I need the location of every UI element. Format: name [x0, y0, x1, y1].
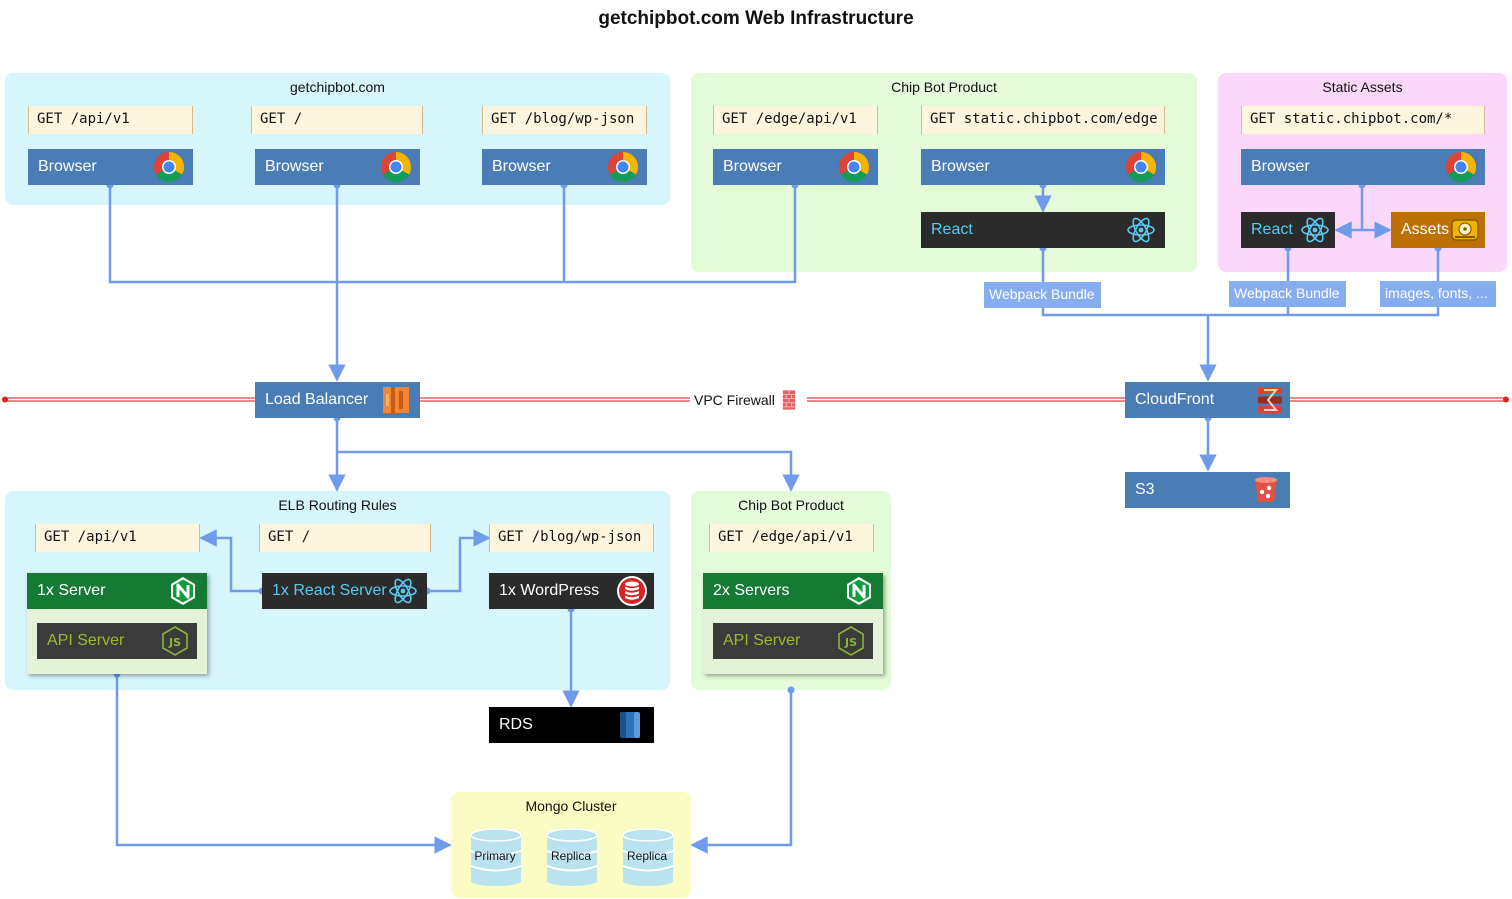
server-1x-node: 1x Server [27, 573, 207, 609]
aws-rds-icon [614, 709, 646, 741]
react-edge-node: React [921, 212, 1165, 248]
browser-root-node: Browser [255, 149, 420, 185]
react-icon [1125, 214, 1157, 246]
group-label-chipbot-product-bottom: Chip Bot Product [738, 497, 844, 513]
route-static-edge: GET static.chipbot.com/edge [921, 106, 1165, 134]
chrome-icon [380, 151, 412, 183]
hard-drive-icon [1449, 214, 1481, 246]
nodejs-icon [159, 625, 191, 657]
browser-static-edge-node: Browser [921, 149, 1165, 185]
wordpress-node: 1x WordPress [489, 573, 654, 609]
rds-node: RDS [489, 707, 654, 743]
react-static-node: React [1241, 212, 1335, 248]
cloudfront-node: CloudFront [1125, 382, 1290, 418]
nginx-icon [843, 575, 875, 607]
nodejs-icon [835, 625, 867, 657]
route-edge-top: GET /edge/api/v1 [713, 106, 878, 134]
mongo-replica-1-db-icon [546, 828, 598, 886]
api-server-2x: API Server [713, 623, 873, 659]
chrome-icon [1445, 151, 1477, 183]
mongo-primary-label: Primary [474, 849, 516, 863]
load-balancer-label: Load Balancer [265, 391, 369, 408]
chrome-icon [153, 151, 185, 183]
aws-cloudfront-icon [1254, 384, 1286, 416]
servers-2x-node: 2x Servers [703, 573, 883, 609]
route-edge-bottom: GET /edge/api/v1 [709, 524, 874, 552]
vpc-firewall-line [5, 397, 1506, 402]
webpack-bundle-tag-1: Webpack Bundle [984, 282, 1101, 308]
route-blog-elb: GET /blog/wp-json [489, 524, 654, 552]
browser-edge-label: Browser [723, 158, 782, 175]
database-icon [616, 575, 648, 607]
route-blog-top: GET /blog/wp-json [482, 106, 647, 134]
route-root-elb: GET / [259, 524, 431, 552]
s3-node: S3 [1125, 472, 1290, 508]
chrome-icon [607, 151, 639, 183]
mongo-replica-2-label: Replica [626, 849, 668, 863]
webpack-bundle-tag-2: Webpack Bundle [1229, 281, 1346, 307]
mongo-replica-1-label: Replica [550, 849, 592, 863]
assets-label: Assets [1401, 221, 1450, 238]
browser-static-node: Browser [1241, 149, 1485, 185]
browser-static-label: Browser [1251, 158, 1310, 175]
react-icon [1299, 214, 1331, 246]
aws-elb-icon [380, 384, 412, 416]
react-server-label: 1x React Server [272, 582, 387, 599]
api-server-2x-label: API Server [723, 632, 801, 649]
react-icon [387, 575, 419, 607]
vpc-firewall-label: VPC Firewall [694, 392, 775, 408]
mongo-databases [470, 828, 674, 886]
nginx-icon [167, 575, 199, 607]
route-root-top: GET / [251, 106, 423, 134]
diagram-title: getchipbot.com Web Infrastructure [598, 8, 914, 29]
chrome-icon [838, 151, 870, 183]
images-fonts-tag: images, fonts, ... [1380, 281, 1496, 307]
group-label-getchipbot: getchipbot.com [290, 79, 385, 95]
react-static-label: React [1251, 221, 1293, 238]
group-label-elb-routing-rules: ELB Routing Rules [278, 497, 397, 513]
s3-label: S3 [1135, 481, 1155, 498]
group-label-chipbot-product-top: Chip Bot Product [891, 79, 997, 95]
mongo-primary-db-icon [470, 828, 522, 886]
react-server-node: 1x React Server [262, 573, 427, 609]
chrome-icon [1125, 151, 1157, 183]
wordpress-label: 1x WordPress [499, 582, 600, 599]
browser-edge-node: Browser [713, 149, 878, 185]
browser-blog-label: Browser [492, 158, 551, 175]
mongo-replica-2-db-icon [622, 828, 674, 886]
group-label-mongo-cluster: Mongo Cluster [525, 798, 617, 814]
route-api-v1-elb: GET /api/v1 [35, 524, 200, 552]
api-server-1x: API Server [37, 623, 197, 659]
browser-blog-node: Browser [482, 149, 647, 185]
group-label-static-assets: Static Assets [1322, 79, 1403, 95]
browser-api-node: Browser [28, 149, 193, 185]
browser-static-edge-label: Browser [931, 158, 990, 175]
assets-node: Assets [1391, 212, 1485, 248]
route-api-v1-top: GET /api/v1 [28, 106, 193, 134]
route-static-all: GET static.chipbot.com/* [1241, 106, 1485, 134]
rds-label: RDS [499, 716, 533, 733]
load-balancer-node: Load Balancer [255, 382, 420, 418]
api-server-1x-label: API Server [47, 632, 125, 649]
react-edge-label: React [931, 221, 973, 238]
brick-firewall-icon [778, 385, 800, 415]
browser-root-label: Browser [265, 158, 324, 175]
server-1x-label: 1x Server [37, 582, 106, 599]
aws-s3-icon [1250, 474, 1282, 506]
servers-2x-label: 2x Servers [713, 582, 790, 599]
cloudfront-label: CloudFront [1135, 391, 1215, 408]
browser-api-label: Browser [38, 158, 97, 175]
